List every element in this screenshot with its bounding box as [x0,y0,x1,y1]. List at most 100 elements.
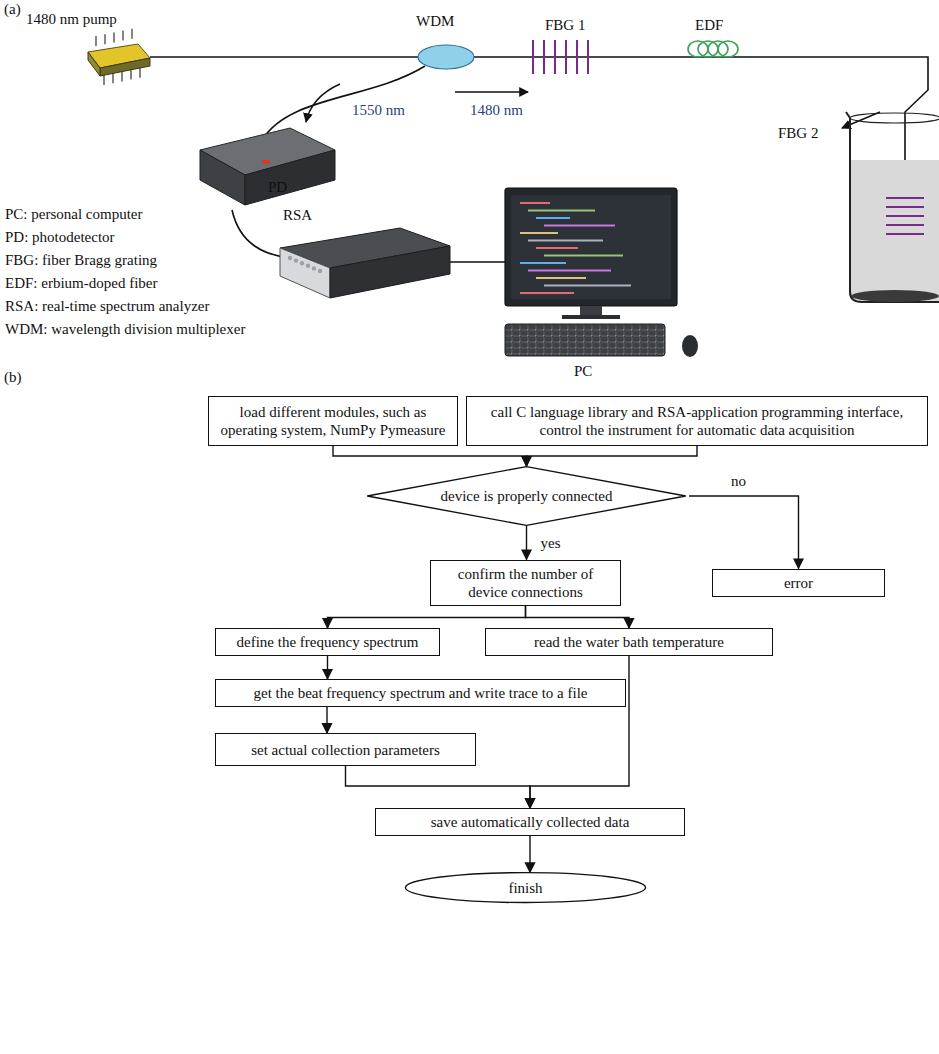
text-label: 1480 nm [470,101,523,119]
fbg-grating [886,215,924,217]
pump-laser [139,68,140,78]
process-box: save automatically collected data [375,808,685,836]
signal-arrows [306,84,340,122]
erbium-fiber-coil [718,41,738,57]
flow-arrow [526,606,630,629]
terminal-ellipse: finish [403,872,648,903]
computer [528,270,611,272]
process-box: confirm the number of device connections [430,560,621,606]
fiber [448,261,505,263]
computer [682,335,698,357]
node-text: read the water bath temperature [534,633,724,651]
computer [536,247,578,249]
water-bath [851,290,939,302]
computer [562,315,620,319]
decision-diamond: device is properly connected [364,466,689,526]
fbg-grating [886,224,924,226]
text-label: FBG 1 [545,16,585,34]
node-text: save automatically collected data [431,813,630,831]
text-label: PD: photodetector [5,228,115,246]
pump-laser [113,32,114,42]
pump-laser [122,31,123,41]
spectrum-analyzer [280,228,450,298]
text-label: PC [574,362,592,380]
pump-laser [88,29,150,85]
process-box: define the frequency spectrum [215,628,440,656]
fbg-grating [886,233,924,235]
node-text: call C language library and RSA-applicat… [473,403,921,439]
signal-arrows [306,84,880,128]
spectrum-analyzer [280,248,330,298]
fbg-grating [886,198,924,234]
text-label: EDF: erbium-doped fiber [5,274,157,292]
text-label: PC: personal computer [5,205,142,223]
signal-arrows [455,91,528,92]
process-box: set actual collection parameters [215,733,476,766]
spectrum-analyzer [288,256,292,260]
pump-laser [130,70,131,80]
computer [528,240,603,242]
text-label: FBG: fiber Bragg grating [5,251,157,269]
computer [580,306,602,316]
computer [520,232,558,234]
flow-arrow [326,707,327,733]
text-label: 1550 nm [352,101,405,119]
flow-arrow [529,836,530,872]
computer [520,202,550,204]
computer [520,262,566,264]
fbg-grating [565,40,567,74]
pump-laser [100,58,150,76]
spectrum-analyzer [330,246,450,298]
diamond-outline [367,467,686,526]
water-bath [846,112,939,302]
computer [544,255,623,257]
photodetector [245,150,335,205]
fbg-grating [886,197,924,199]
computer [528,210,595,212]
text-label: 1480 nm pump [26,10,117,28]
flow-arrow [526,526,527,560]
edge-label: no [729,472,748,490]
photodetector [200,150,245,205]
process-box: get the beat frequency spectrum and writ… [215,679,626,707]
text-label: RSA: real-time spectrum analyzer [5,297,210,315]
water-bath [850,113,939,123]
water-bath [850,160,939,302]
computer [536,277,586,279]
text-label: PD [268,178,287,196]
text-label: WDM: wavelength division multiplexer [5,320,245,338]
fbg-grating [587,40,589,74]
spectrum-analyzer [306,264,310,268]
spectrum-analyzer [312,266,316,270]
ellipse-outline [405,873,645,903]
photodetector [262,160,270,164]
edge-label: yes [539,534,563,552]
pump-laser [104,34,105,44]
computer [544,285,631,287]
wdm-coupler [418,45,474,69]
fbg-grating [886,206,924,208]
flow-arrow [689,496,799,569]
computer [520,292,574,294]
fbg-grating [543,40,545,74]
water-bath [846,112,939,302]
text-label: RSA [283,206,312,224]
flow-arrow [346,766,531,808]
node-text: define the frequency spectrum [237,633,419,651]
fbg-grating [533,40,588,74]
process-box: error [712,569,885,597]
pump-laser [131,29,132,39]
fbg-grating [554,40,556,74]
node-text: confirm the number of device connections [437,565,614,601]
text-label: FBG 2 [778,124,818,142]
computer [505,188,677,306]
spectrum-analyzer [288,256,322,273]
flow-arrow [327,656,328,679]
pump-laser [88,52,100,76]
flow-arrow [328,606,526,629]
pump-laser [95,36,96,46]
fbg-grating [576,40,578,74]
fbg-grating [532,40,534,74]
node-text: finish [508,879,542,897]
pump-laser [96,29,140,85]
